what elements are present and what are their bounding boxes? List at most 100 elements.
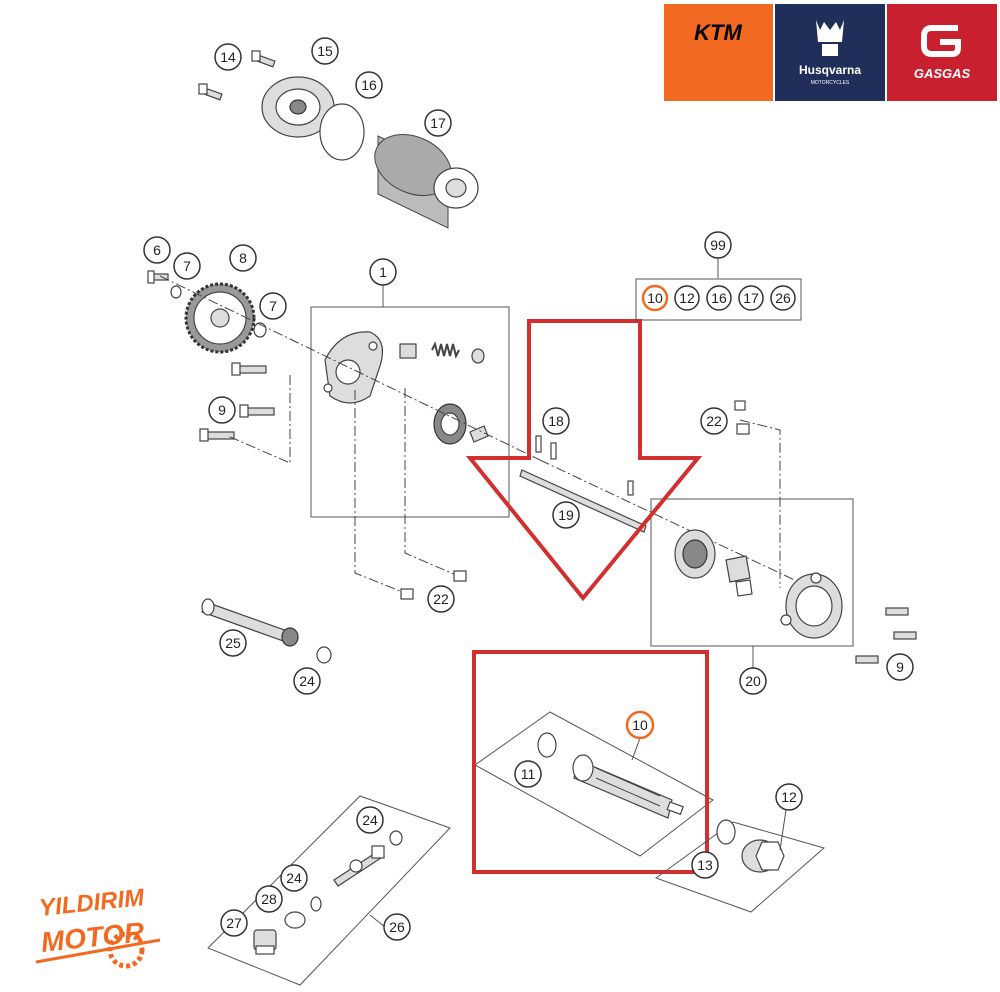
kit-99-item-label: 26 xyxy=(775,290,791,306)
callout-number: 99 xyxy=(710,237,726,253)
husqvarna-crown-icon xyxy=(816,20,844,56)
callout-24a: 24 xyxy=(293,667,321,695)
callout-number: 9 xyxy=(896,659,904,675)
callout-number: 24 xyxy=(299,673,315,689)
kit-99-item: 26 xyxy=(770,285,796,311)
callout-7a: 7 xyxy=(173,252,201,280)
callout-28: 28 xyxy=(255,885,283,913)
oil-filter-assembly xyxy=(198,50,479,229)
callout-number: 18 xyxy=(548,413,564,429)
bolt-14a xyxy=(251,50,276,68)
callout-number: 12 xyxy=(781,789,797,805)
callout-19: 19 xyxy=(552,501,580,529)
washer-24c xyxy=(310,896,322,912)
bolt-9-middle xyxy=(239,404,275,418)
callout-22b: 22 xyxy=(427,585,455,613)
callout-number: 20 xyxy=(745,673,761,689)
callout-22a: 22 xyxy=(700,407,728,435)
kit-99-item-label: 16 xyxy=(711,290,727,306)
callout-11: 11 xyxy=(514,760,542,788)
bolts-9-right xyxy=(855,607,917,664)
yildirim-motor-watermark: YILDIRIM MOTOR xyxy=(35,884,161,969)
valve-26 xyxy=(333,845,385,887)
callout-6: 6 xyxy=(143,236,171,264)
callout-8: 8 xyxy=(229,244,257,272)
callout-12: 12 xyxy=(775,783,803,811)
callout-number: 14 xyxy=(220,49,236,65)
callout-27: 27 xyxy=(220,909,248,937)
callout-number: 15 xyxy=(317,43,333,59)
watermark-line1: YILDIRIM xyxy=(38,884,147,922)
kit-99-item-label: 12 xyxy=(679,290,695,306)
callout-number: 11 xyxy=(521,766,536,782)
down-arrow-icon xyxy=(465,319,703,602)
pump-piston xyxy=(399,343,417,359)
gasgas-g-icon xyxy=(921,25,961,57)
gear-icon xyxy=(35,931,161,969)
callout-number: 13 xyxy=(697,857,713,873)
leader-lines xyxy=(369,258,787,928)
callout-number: 17 xyxy=(430,115,446,131)
callout-24c: 24 xyxy=(280,864,308,892)
washer-24a xyxy=(316,646,332,664)
callout-18: 18 xyxy=(542,407,570,435)
o-ring-28 xyxy=(284,911,306,929)
kit-99-item: 12 xyxy=(674,285,700,311)
kit-99-item: 16 xyxy=(706,285,732,311)
dowels-22 xyxy=(400,400,750,600)
callout-25: 25 xyxy=(219,629,247,657)
pump-cover-20 xyxy=(780,572,843,639)
bolt-14b xyxy=(198,83,223,101)
pump-housing-box-1 xyxy=(310,306,510,518)
callout-24b: 24 xyxy=(356,806,384,834)
gasgas-logo: GASGAS xyxy=(887,4,997,101)
callout-26: 26 xyxy=(383,913,411,941)
kit-99-item-label: 10 xyxy=(647,290,663,306)
kit-box-26 xyxy=(207,795,451,986)
impeller xyxy=(674,529,716,579)
red-highlight-frame xyxy=(472,650,709,874)
highlight-box-10 xyxy=(472,650,714,874)
washer-24b xyxy=(389,830,403,846)
filter-cover-15 xyxy=(261,76,335,138)
callout-7b: 7 xyxy=(259,292,287,320)
o-ring-16 xyxy=(319,103,365,161)
callout-14: 14 xyxy=(214,43,242,71)
oil-filter-insert-10 xyxy=(572,754,684,819)
plug-box-12 xyxy=(654,819,826,913)
callout-number: 22 xyxy=(433,591,449,607)
callouts: 14 15 16 17 6 7 8 7 1 9 99 18 19 22 22 2… xyxy=(143,37,914,941)
callout-16: 16 xyxy=(355,71,383,99)
callout-number: 24 xyxy=(286,870,302,886)
pins-18 xyxy=(535,435,634,496)
gasgas-logo-text: GASGAS xyxy=(914,66,971,81)
pump-rotor xyxy=(433,403,489,445)
callout-number: 26 xyxy=(389,919,405,935)
brand-logos: KTM Husqvarna MOTORCYCLES GASGAS xyxy=(664,4,997,101)
gear-assembly xyxy=(147,270,275,442)
callout-number: 7 xyxy=(183,258,191,274)
callout-10: 10 xyxy=(625,710,655,740)
rotor-20 xyxy=(725,555,753,597)
bolt-6 xyxy=(147,270,169,284)
pump-plug xyxy=(471,348,485,364)
callout-number: 19 xyxy=(558,507,574,523)
pump-spring xyxy=(431,341,460,359)
bolt-9-upper xyxy=(231,362,267,376)
ktm-logo: KTM xyxy=(664,4,773,101)
callout-13: 13 xyxy=(691,851,719,879)
callout-number: 28 xyxy=(261,891,277,907)
callout-number: 27 xyxy=(226,915,242,931)
callout-15: 15 xyxy=(311,37,339,65)
callout-number: 22 xyxy=(706,413,722,429)
husqvarna-logo-text: Husqvarna xyxy=(799,63,861,77)
callout-number: 8 xyxy=(239,250,247,266)
plug-12 xyxy=(741,839,785,873)
kit-99-list: 10 12 16 17 26 xyxy=(635,278,802,321)
oil-filter-17 xyxy=(374,134,479,229)
callout-number: 25 xyxy=(225,635,241,651)
pipe-25 xyxy=(201,598,299,647)
shaft-19 xyxy=(519,469,647,533)
o-ring-11 xyxy=(537,732,557,758)
